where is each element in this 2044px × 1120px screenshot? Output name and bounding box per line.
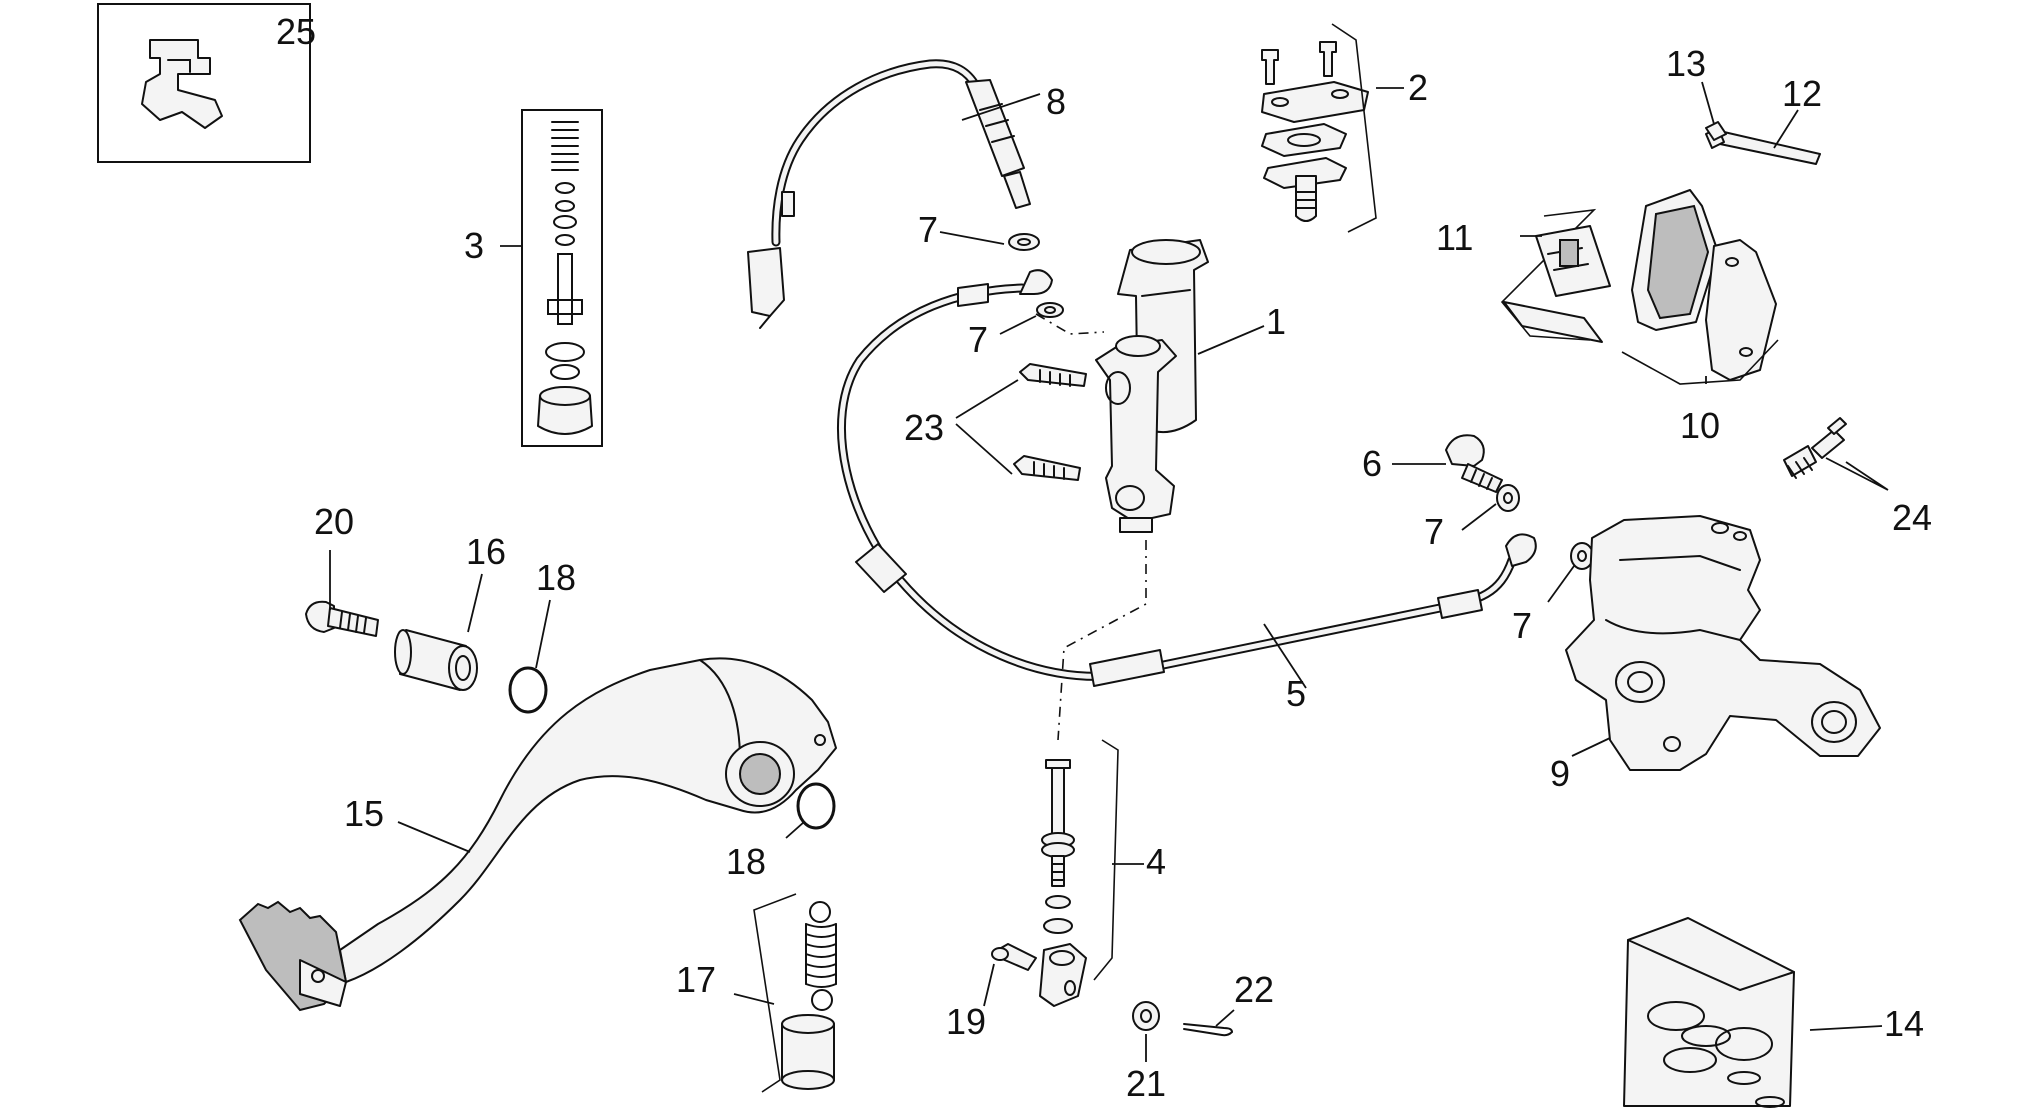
- callout-5: 5: [1286, 673, 1306, 714]
- callout-2: 2: [1408, 67, 1428, 108]
- part-4-pushrod: [1039, 759, 1087, 1007]
- part-23-bolts: [1013, 363, 1087, 481]
- part-2-reservoir-kit: [1261, 41, 1369, 222]
- callout-21: 21: [1126, 1063, 1166, 1104]
- callout-18-upper: 18: [536, 557, 576, 598]
- part-11-pad-spring: [1500, 208, 1611, 343]
- part-22-cotter-pin: [1183, 1023, 1234, 1037]
- part-19-pin: [991, 943, 1037, 971]
- part-16-bushing: [394, 629, 478, 691]
- callout-11: 11: [1436, 217, 1473, 258]
- callout-25: 25: [276, 11, 316, 52]
- callout-12: 12: [1782, 73, 1822, 114]
- part-6-banjo-bolt: [1445, 434, 1503, 493]
- callout-16: 16: [466, 531, 506, 572]
- callout-17: 17: [676, 959, 716, 1000]
- part-12-13-pin: [1705, 121, 1821, 165]
- callout-19: 19: [946, 1001, 986, 1042]
- part-5-brake-hose: [836, 269, 1537, 687]
- part-24-bleed-valve: [1783, 417, 1847, 479]
- callout-15: 15: [344, 793, 384, 834]
- part-10-brake-pads: [1621, 189, 1779, 385]
- callout-10: 10: [1680, 405, 1720, 446]
- callout-20: 20: [314, 501, 354, 542]
- part-9-brake-caliper: [1565, 515, 1881, 771]
- callout-18-lower: 18: [726, 841, 766, 882]
- callout-labels: 25 3 8 2 7 7 1 23 6 7 7 5 9 11 10 13 12 …: [276, 11, 1932, 1104]
- callout-3: 3: [464, 225, 484, 266]
- part-8-brake-light-switch: [747, 59, 1031, 329]
- callout-23: 23: [904, 407, 944, 448]
- callout-13: 13: [1666, 43, 1706, 84]
- part-25-hose-clip: [97, 3, 311, 163]
- assembly-axes: [1035, 313, 1147, 741]
- callout-8: 8: [1046, 81, 1066, 122]
- callout-22: 22: [1234, 969, 1274, 1010]
- part-15-brake-pedal: [238, 657, 837, 1012]
- part-20-bolt: [305, 600, 379, 637]
- callout-7-right: 7: [1424, 511, 1444, 552]
- callout-7-upper: 7: [918, 209, 938, 250]
- part-14-gasket-kit: [1623, 917, 1795, 1108]
- leader-lines: [329, 23, 1889, 1062]
- callout-4: 4: [1146, 841, 1166, 882]
- part-18-o-rings: [508, 666, 836, 830]
- callout-9: 9: [1550, 753, 1570, 794]
- callout-14: 14: [1884, 1003, 1924, 1044]
- callout-6: 6: [1362, 443, 1382, 484]
- part-1-master-cylinder: [1095, 239, 1209, 533]
- part-21-washer: [1132, 1001, 1160, 1031]
- part-17-spring-spacer: [753, 893, 837, 1093]
- callout-24: 24: [1892, 497, 1932, 538]
- washer-7-parts: [1008, 233, 1594, 570]
- callout-7-caliper: 7: [1512, 605, 1532, 646]
- callout-7-middle: 7: [968, 319, 988, 360]
- part-3-repair-kit: [521, 109, 603, 447]
- callout-1: 1: [1266, 301, 1286, 342]
